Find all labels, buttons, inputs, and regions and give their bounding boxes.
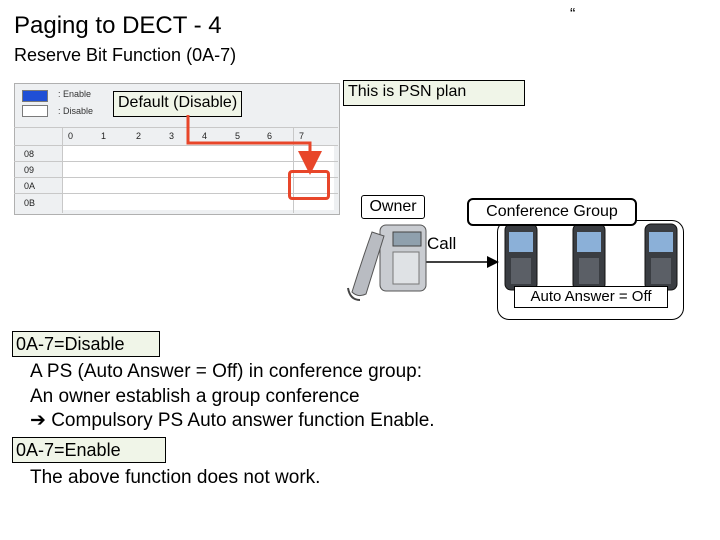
disable-line-3-row: ➔ Compulsory PS Auto answer function Ena… [30, 409, 435, 432]
legend-enable-swatch [22, 90, 48, 102]
table-divider [62, 127, 63, 213]
dect-handset-icon [572, 223, 606, 291]
table-row-header: 0B [24, 198, 36, 208]
table-column-header: 0 [68, 131, 74, 141]
dect-handset-icon [504, 223, 538, 291]
legend-enable-label: : Enable [58, 89, 92, 99]
table-column-header: 1 [101, 131, 107, 141]
table-divider [14, 177, 338, 178]
table-row-header: 08 [24, 149, 35, 159]
disable-line-1: A PS (Auto Answer = Off) in conference g… [30, 361, 423, 382]
page-title: Paging to DECT - 4 [14, 12, 222, 39]
auto-answer-label: Auto Answer = Off [514, 286, 668, 308]
disable-line-3: Compulsory PS Auto answer function Enabl… [51, 410, 435, 431]
table-row-header: 09 [24, 165, 35, 175]
table-divider [14, 193, 338, 194]
legend-disable-label: : Disable [58, 106, 94, 116]
table-divider [14, 161, 338, 162]
table-row-header: 0A [24, 181, 36, 191]
enable-heading: 0A-7=Enable [12, 437, 166, 463]
disable-heading: 0A-7=Disable [12, 331, 160, 357]
conference-group-label: Conference Group [467, 198, 637, 226]
owner-label: Owner [361, 195, 425, 219]
default-disable-label: Default (Disable) [113, 91, 243, 117]
table-divider [14, 127, 338, 128]
red-pointer-arrow [186, 115, 322, 175]
table-column-header: 7 [299, 131, 305, 141]
table-column-header: 5 [235, 131, 241, 141]
arrow-icon: ➔ [30, 410, 46, 431]
quote-mark: “ [570, 6, 576, 23]
enable-line-1: The above function does not work. [30, 467, 321, 488]
desk-phone-icon [347, 224, 427, 301]
psn-plan-label: This is PSN plan [343, 80, 525, 106]
table-column-header: 6 [267, 131, 273, 141]
call-label: Call [427, 234, 457, 253]
table-divider [14, 145, 338, 146]
table-column-header: 2 [136, 131, 142, 141]
legend-disable-swatch [22, 105, 48, 117]
dect-handset-icon [644, 223, 678, 291]
table-column-header: 3 [169, 131, 175, 141]
disable-line-2: An owner establish a group conference [30, 386, 360, 407]
table-column-header: 4 [202, 131, 208, 141]
page-subtitle: Reserve Bit Function (0A-7) [14, 45, 237, 65]
highlight-cell-0a-7 [288, 170, 330, 200]
